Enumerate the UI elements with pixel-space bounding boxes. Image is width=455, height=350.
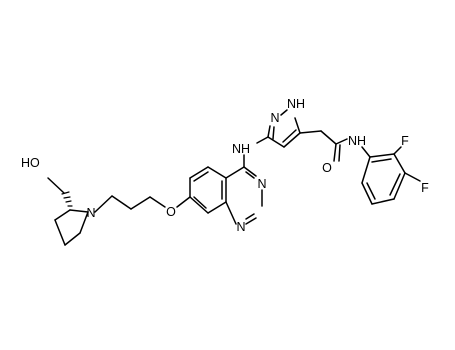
bond xyxy=(267,136,285,148)
bond xyxy=(225,166,245,179)
bond xyxy=(79,211,89,234)
bond xyxy=(361,182,373,205)
bond xyxy=(404,172,421,182)
bond xyxy=(193,171,209,182)
bond xyxy=(369,153,395,158)
bond xyxy=(111,195,132,210)
bond xyxy=(64,232,81,246)
bond xyxy=(243,166,257,177)
bond xyxy=(69,209,89,213)
bond xyxy=(245,217,257,225)
bond xyxy=(393,172,406,200)
bond xyxy=(54,209,71,221)
stereo-hash-bond xyxy=(61,191,73,207)
bond xyxy=(267,125,271,138)
bond xyxy=(207,166,227,179)
bond xyxy=(338,144,341,162)
bond xyxy=(245,213,255,220)
pyrrolidine-n-label: N xyxy=(86,206,95,220)
bond xyxy=(47,177,65,194)
bond xyxy=(333,143,337,162)
bond xyxy=(371,158,392,163)
bond xyxy=(361,146,371,158)
bond xyxy=(130,196,151,210)
bond xyxy=(299,130,322,134)
bond xyxy=(94,195,113,213)
bond xyxy=(393,146,402,155)
amide-nh-label: NH xyxy=(348,134,366,148)
bond xyxy=(366,182,376,200)
bond xyxy=(189,196,209,214)
bond xyxy=(54,219,66,246)
fluorine-label: F xyxy=(401,134,409,148)
ether-o-label: O xyxy=(166,205,176,219)
bond xyxy=(207,201,227,214)
bond xyxy=(371,198,395,205)
quinazoline-n1-label: N xyxy=(236,220,245,234)
fluorine-label: F xyxy=(421,181,429,195)
bond xyxy=(283,132,301,148)
pyrazole-nh-label: NH xyxy=(287,97,305,111)
carbonyl-o-label: O xyxy=(322,161,332,175)
bond xyxy=(272,126,275,140)
bond xyxy=(245,171,255,179)
bond xyxy=(361,156,371,184)
amine-nh-label: NH xyxy=(232,142,250,156)
bond xyxy=(294,117,301,134)
bond xyxy=(189,166,209,179)
bond xyxy=(280,109,288,116)
bond xyxy=(389,173,401,196)
bond xyxy=(225,201,237,225)
bond xyxy=(282,129,297,143)
bond xyxy=(149,196,166,208)
bond xyxy=(335,138,348,145)
bond xyxy=(320,130,337,145)
pyrazole-n-label: N xyxy=(270,111,279,125)
bond xyxy=(393,153,406,174)
hydroxyl-label: HO xyxy=(21,156,40,170)
bond xyxy=(176,196,191,208)
bond xyxy=(256,136,269,144)
atom-labels: HO N O N N NH N NH O NH F F xyxy=(21,97,429,234)
bond xyxy=(193,196,207,209)
quinazoline-n3-label: N xyxy=(257,177,266,191)
bonds xyxy=(47,109,421,246)
